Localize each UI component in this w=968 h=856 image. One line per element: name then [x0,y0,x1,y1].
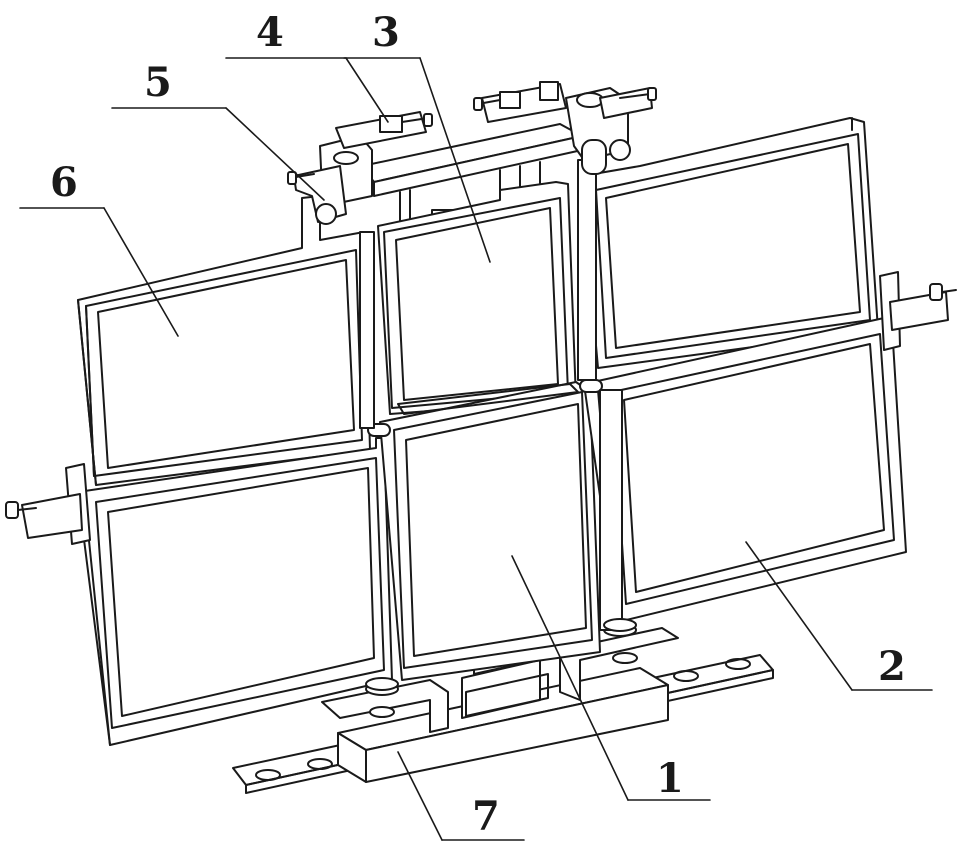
hinge-post-lower-right [600,390,622,630]
leader-4 [346,58,388,122]
collar [582,140,606,174]
callout-3: 3 [372,9,400,56]
rod [942,290,956,292]
clamp-nut [380,116,402,132]
knob [288,172,296,184]
callout-7: 7 [472,793,500,840]
knob [648,88,656,100]
callout-1: 1 [656,755,684,802]
clamp-nut [500,92,520,108]
hinge-collar [580,380,602,392]
center-column [362,124,600,680]
pivot-foot [370,707,394,717]
hinge-post-left [360,232,374,428]
pivot-foot [613,653,637,663]
knob-left [6,502,18,518]
gear [610,140,630,160]
knob-right [930,284,942,300]
knob [474,98,482,110]
right-wing [582,118,956,622]
pivot-ring [366,678,398,690]
knob [424,114,432,126]
callout-5: 5 [144,59,172,106]
pivot-ring [604,619,636,631]
gear [316,204,336,224]
callout-6: 6 [50,159,78,206]
slide-rail-left-arm [22,494,82,538]
hinge-post-right [578,160,596,380]
callout-2: 2 [878,643,906,690]
leader-5 [226,108,324,200]
clamp-left-ring [334,152,358,164]
clamp-nut [540,82,558,100]
clamp-right-ring [577,93,603,107]
callout-4: 4 [256,9,284,56]
panel-center-upper [378,182,576,414]
left-wing [6,196,392,745]
